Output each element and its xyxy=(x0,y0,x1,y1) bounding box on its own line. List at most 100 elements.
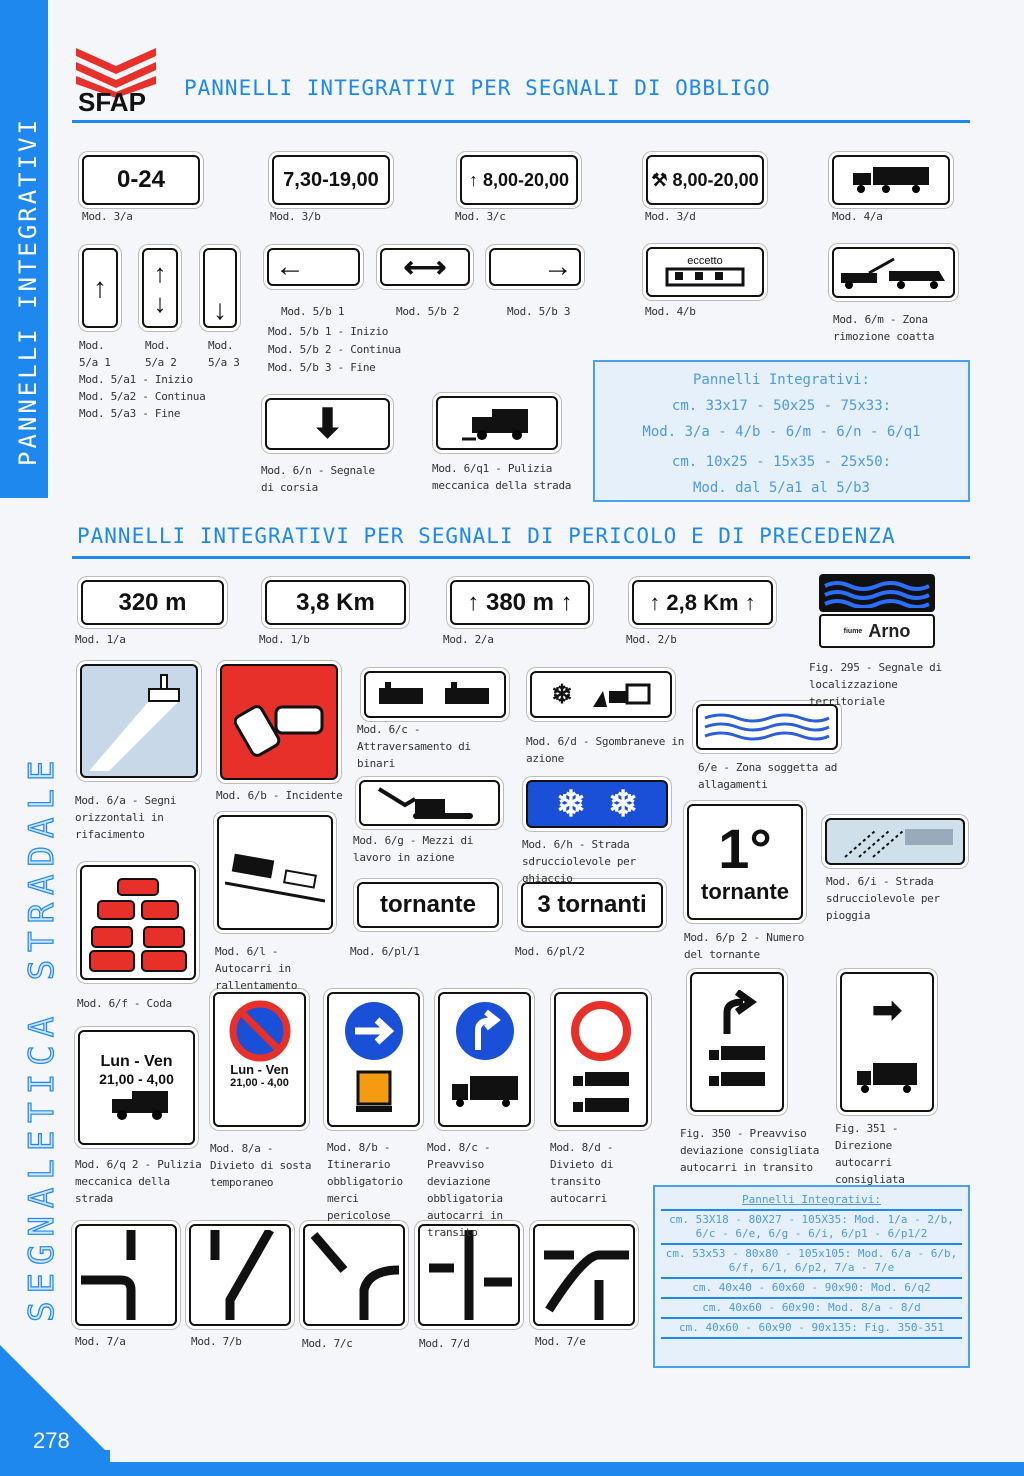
sign-1b: 3,8 Km xyxy=(265,580,406,625)
street-sweeper-icon xyxy=(111,1090,168,1120)
truck-slope-icon xyxy=(225,853,325,902)
caption: Mod. 3/d xyxy=(645,210,696,223)
trucks-icon xyxy=(573,1072,629,1112)
caption: Mod. 6/pl/2 xyxy=(515,945,585,958)
snowflake-icon: ❄ xyxy=(551,679,573,709)
info-line: Mod. dal 5/a1 al 5/b3 xyxy=(692,480,870,496)
junction-icon xyxy=(429,1230,512,1320)
traffic-queue-icon xyxy=(89,877,187,972)
caption: Mod. 5/a 3 xyxy=(208,339,240,369)
caption: Mod. 6/d - Sgombraneve in azione xyxy=(526,735,685,765)
sign-3a: 0-24 xyxy=(82,155,200,205)
sign-fig351: ➡ xyxy=(840,972,934,1112)
arrow-up-icon: ↑ xyxy=(153,258,167,288)
sign-text: eccetto xyxy=(687,255,723,267)
sign-2b: ↑ 2,8 Km ↑ xyxy=(632,580,773,625)
caption: Mod. 1/a xyxy=(75,633,126,646)
caption: Mod. 5/a3 - Fine xyxy=(79,407,181,420)
caption: Mod. 6/b - Incidente xyxy=(216,789,343,802)
caption: Mod. 5/a 2 xyxy=(145,339,177,369)
caption: Mod. 6/m - Zona rimozione coatta xyxy=(833,313,935,343)
page-number: 278 xyxy=(33,1428,70,1453)
arrow-down-icon: ↓ xyxy=(153,288,167,318)
car-crash-icon xyxy=(234,705,324,757)
bus-icon xyxy=(665,267,745,287)
sign-7c xyxy=(303,1224,405,1326)
sign-text: 3 tornanti xyxy=(537,891,647,918)
direction-right-icon xyxy=(344,1002,403,1060)
caption: Mod. 7/c xyxy=(302,1337,353,1350)
sign-text: 320 m xyxy=(118,588,187,616)
caption: Mod. 6/pl/1 xyxy=(350,945,420,958)
tow-truck-icon xyxy=(840,257,945,289)
sign-text: ↑ 380 m ↑ xyxy=(467,588,573,616)
caption: Mod. 5/b 2 xyxy=(396,305,460,318)
arrow-up-icon: ↑ xyxy=(93,272,107,303)
info-line: cm. 40x60 - 60x90: Mod. 8/a - 8/d xyxy=(661,1299,962,1319)
sign-text: 21,00 - 4,00 xyxy=(99,1070,174,1087)
caption: Mod. 5/a 1 xyxy=(79,339,111,369)
arrow-right-icon: ➡ xyxy=(871,989,903,1030)
sign-6g-excavator xyxy=(359,780,500,826)
sign-3d: ⚒ 8,00-20,00 xyxy=(646,155,764,205)
sign-text: tornante xyxy=(701,879,789,904)
sign-text: 21,00 - 4,00 xyxy=(230,1077,289,1089)
truck-icon xyxy=(857,1063,917,1093)
caption: Fig. 295 - Segnale di localizzazione ter… xyxy=(809,661,942,708)
sign-6m-tow xyxy=(832,247,955,298)
snowplow-icon xyxy=(592,683,651,707)
caption: Mod. 7/a xyxy=(75,1335,126,1348)
sign-5b3-right: → xyxy=(489,248,581,286)
sign-text: 0-24 xyxy=(116,166,166,193)
caption: Mod. 8/d - Divieto di transito autocarri xyxy=(550,1141,614,1205)
sign-6a-roadwork-paint xyxy=(80,664,198,778)
turn-right-arrow-icon xyxy=(723,990,757,1034)
sign-text: Lun - Ven xyxy=(230,1062,289,1077)
turn-right-icon xyxy=(455,1002,514,1060)
paint-brush-icon xyxy=(89,674,180,771)
footer-band xyxy=(0,1462,1024,1476)
arrow-left-icon: ← xyxy=(275,250,305,283)
caption: Mod. 6/c - Attraversamento di binari xyxy=(357,723,471,770)
sign-5a3-down: ↓ xyxy=(203,248,237,328)
caption: Mod. 6/a - Segni orizzontali in rifacime… xyxy=(75,794,177,841)
caption: Mod. 6/g - Mezzi di lavoro in azione xyxy=(353,834,474,864)
caption: Mod. 6/q1 - Pulizia meccanica della stra… xyxy=(432,462,572,492)
sign-text: fiume xyxy=(843,627,863,635)
caption: Mod. 5/b 1 - Inizio xyxy=(268,325,389,338)
sign-text: 7,30-19,00 xyxy=(283,168,379,191)
caption: Mod. 5/b 2 - Continua xyxy=(268,343,401,356)
header-obbligo: PANNELLI INTEGRATIVI PER SEGNALI DI OBBL… xyxy=(184,76,771,100)
sign-7d xyxy=(418,1224,520,1326)
no-parking-icon xyxy=(229,1000,290,1062)
sign-8c xyxy=(438,992,531,1127)
info-line: Mod. 3/a - 4/b - 6/m - 6/n - 6/q1 xyxy=(642,424,921,440)
caption: Mod. 5/b 3 xyxy=(507,305,571,318)
arrow-down-icon: ⬇ xyxy=(310,402,345,446)
caption: Mod. 8/a - Divieto di sosta temporaneo xyxy=(210,1142,312,1189)
sign-5a1-up: ↑ xyxy=(82,248,118,328)
caption: Fig. 350 - Preavviso deviazione consigli… xyxy=(680,1127,820,1174)
no-transit-icon xyxy=(571,1001,631,1061)
caption: Mod. 6/i - Strada sdrucciolevole per pio… xyxy=(826,875,940,922)
street-sweeper-icon xyxy=(462,409,528,441)
caption: Mod. 6/p 2 - Numero del tornante xyxy=(684,931,805,961)
sign-text: tornante xyxy=(380,891,476,918)
sign-3c: ↑ 8,00-20,00 xyxy=(460,155,578,205)
caption: Mod. 6/h - Strada sdrucciolevole per ghi… xyxy=(522,838,636,885)
caption: Mod. 8/c - Preavviso deviazione obbligat… xyxy=(427,1141,503,1239)
caption: Mod. 7/d xyxy=(419,1337,470,1350)
caption: Mod. 3/b xyxy=(270,210,321,223)
caption: Mod. 7/b xyxy=(191,1335,242,1348)
sign-8b xyxy=(327,992,420,1127)
sign-6n-down: ⬇ xyxy=(265,398,390,450)
sign-2a: ↑ 380 m ↑ xyxy=(450,580,590,625)
river-icon xyxy=(819,574,935,612)
header-pericolo: PANNELLI INTEGRATIVI PER SEGNALI DI PERI… xyxy=(77,524,896,548)
info-box-pericolo: Pannelli Integrativi: cm. 53X18 - 80X27 … xyxy=(653,1185,970,1368)
caption: Mod. 3/a xyxy=(82,210,133,223)
sign-fig350 xyxy=(690,972,784,1112)
sign-text: Arno xyxy=(868,620,911,641)
